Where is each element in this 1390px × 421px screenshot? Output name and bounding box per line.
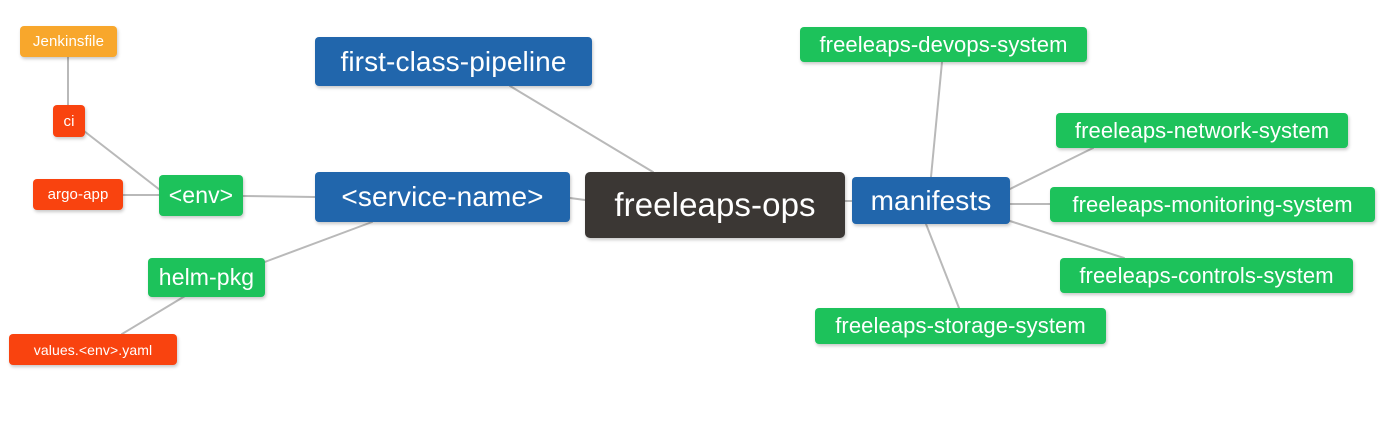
node-label: <env>: [168, 182, 234, 208]
node-label: freeleaps-ops: [614, 186, 816, 223]
node-jenkinsfile[interactable]: Jenkinsfile: [20, 26, 117, 57]
node-freeleaps-ops[interactable]: freeleaps-ops: [585, 172, 845, 238]
node-label: first-class-pipeline: [340, 45, 567, 77]
edge-service-name-freeleaps-ops: [569, 197, 586, 201]
edge-values-helm-pkg: [121, 295, 186, 335]
node-ci[interactable]: ci: [53, 105, 85, 137]
node-values-env-yaml[interactable]: values.<env>.yaml: [9, 334, 177, 365]
node-label: <service-name>: [341, 181, 544, 212]
node-helm-pkg[interactable]: helm-pkg: [148, 258, 265, 297]
node-freeleaps-devops-system[interactable]: freeleaps-devops-system: [800, 27, 1087, 62]
node-freeleaps-controls-system[interactable]: freeleaps-controls-system: [1060, 258, 1353, 293]
node-env[interactable]: <env>: [159, 175, 243, 216]
edge-manifests-network-system: [1009, 147, 1094, 190]
node-label: freeleaps-storage-system: [835, 313, 1086, 338]
edge-first-class-pipeline-freeleaps-ops: [509, 85, 654, 173]
node-label: freeleaps-controls-system: [1079, 262, 1334, 288]
edge-manifests-devops-system: [930, 61, 943, 178]
node-service-name[interactable]: <service-name>: [315, 172, 570, 222]
node-label: freeleaps-monitoring-system: [1072, 191, 1353, 217]
node-label: manifests: [870, 184, 992, 216]
node-first-class-pipeline[interactable]: first-class-pipeline: [315, 37, 592, 86]
edge-helm-pkg-service-name: [261, 221, 373, 264]
node-label: freeleaps-devops-system: [819, 31, 1068, 57]
node-freeleaps-storage-system[interactable]: freeleaps-storage-system: [815, 308, 1106, 344]
node-label: values.<env>.yaml: [33, 341, 153, 358]
node-label: Jenkinsfile: [32, 33, 105, 50]
node-label: freeleaps-network-system: [1074, 117, 1330, 143]
edge-env-service-name: [242, 195, 316, 198]
node-label: helm-pkg: [158, 264, 255, 290]
node-argo-app[interactable]: argo-app: [33, 179, 123, 210]
node-manifests[interactable]: manifests: [852, 177, 1010, 224]
edge-manifests-controls-system: [1009, 220, 1125, 259]
node-label: argo-app: [47, 186, 109, 203]
edge-manifests-storage-system: [925, 223, 960, 309]
node-freeleaps-monitoring-system[interactable]: freeleaps-monitoring-system: [1050, 187, 1375, 222]
node-freeleaps-network-system[interactable]: freeleaps-network-system: [1056, 113, 1348, 148]
node-label: ci: [63, 112, 75, 130]
